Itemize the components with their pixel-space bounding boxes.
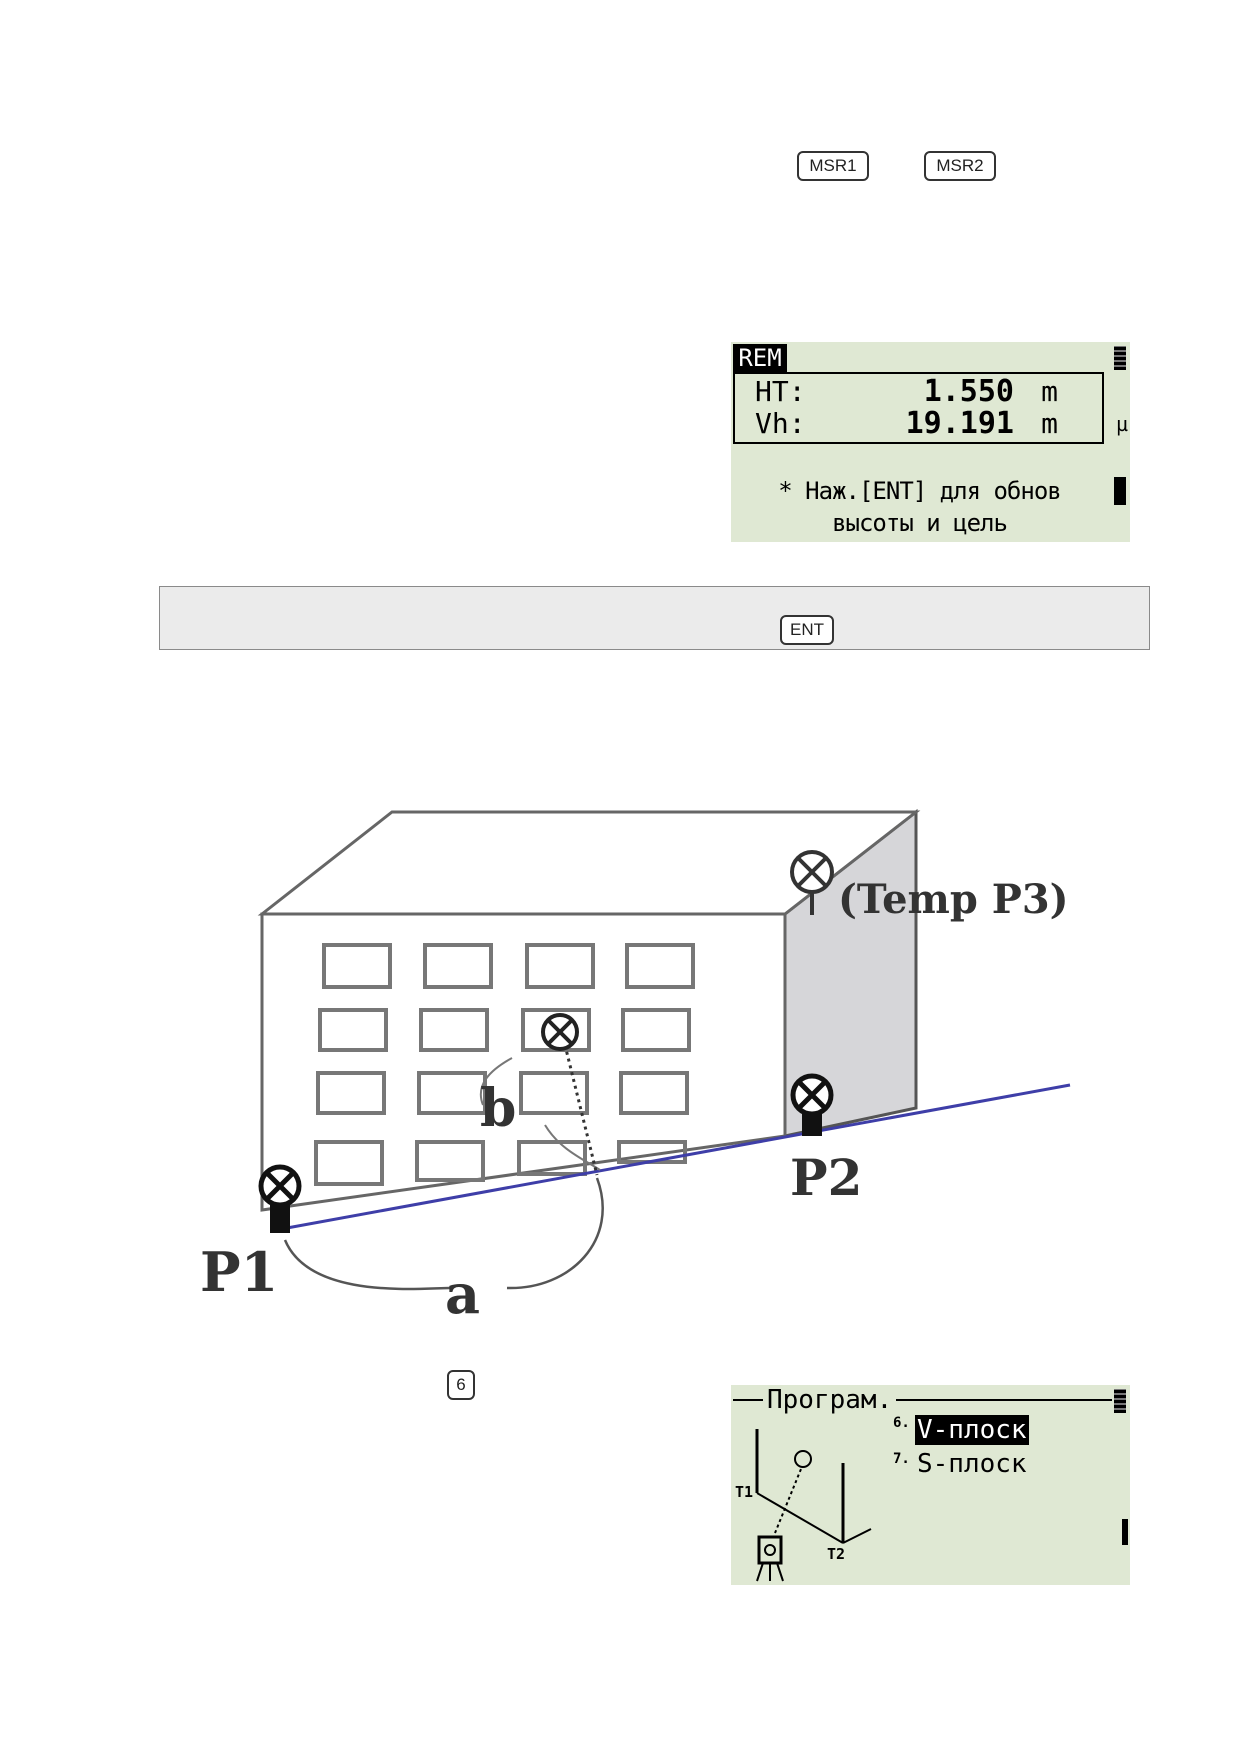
temp-p3-prism [790, 850, 834, 915]
measurement-box: HT: 1.550 m Vh: 19.191 m [733, 372, 1104, 444]
program-lcd-screen: Програм. 6. V-плоск 7. S-плоск T1 T2 [731, 1385, 1130, 1585]
battery-icon [1114, 474, 1126, 505]
rem-lcd-screen: REM HT: 1.550 m Vh: 19.191 m µ * Наж.[EN… [731, 342, 1130, 542]
program-title: Програм. [763, 1385, 897, 1415]
vertical-dotted [563, 1044, 599, 1176]
note-box: ENT [159, 586, 1150, 650]
side-glyph: µ [1115, 412, 1128, 436]
ground-line [275, 1083, 1071, 1232]
p1-prism [258, 1164, 302, 1233]
building-front-face [260, 912, 787, 1212]
hint-line-2: высоты и цель [832, 509, 1008, 537]
hint-line-1: * Наж.[ENT] для обнов [778, 477, 1061, 505]
title-rule [733, 1399, 1112, 1401]
label-t2: T2 [827, 1545, 846, 1563]
label-p1: P1 [200, 1240, 279, 1304]
label-b: b [480, 1078, 517, 1139]
label-a: a [445, 1262, 480, 1326]
vh-unit: m [1041, 407, 1058, 440]
label-t1: T1 [735, 1483, 754, 1501]
vh-value: 19.191 [905, 406, 1014, 441]
key-6: 6 [447, 1370, 475, 1400]
item-7-label[interactable]: S-плоск [917, 1449, 1027, 1479]
ent-key: ENT [780, 615, 834, 645]
program-icon [755, 1429, 872, 1582]
ht-label: HT: [755, 375, 806, 408]
rem-title: REM [733, 344, 787, 372]
arc-b [479, 1057, 601, 1171]
item-6-label[interactable]: V-плоск [915, 1415, 1029, 1445]
ht-unit: m [1041, 375, 1058, 408]
vh-label: Vh: [755, 407, 806, 440]
signal-icon [1114, 346, 1126, 370]
signal-icon-2 [1114, 1389, 1126, 1413]
arc-a [283, 1177, 604, 1291]
target-prism [541, 1013, 579, 1051]
ht-value: 1.550 [923, 374, 1014, 409]
windows [314, 943, 695, 1186]
label-p2: P2 [790, 1148, 863, 1207]
label-temp-p3: (Temp P3) [838, 876, 1069, 923]
item-6-number: 6. [893, 1415, 910, 1431]
msr1-key: MSR1 [797, 151, 869, 181]
cursor-marker [1122, 1519, 1128, 1545]
msr2-key: MSR2 [924, 151, 996, 181]
item-7-number: 7. [893, 1451, 910, 1467]
building-roof [257, 810, 921, 916]
p2-prism [790, 1073, 834, 1136]
